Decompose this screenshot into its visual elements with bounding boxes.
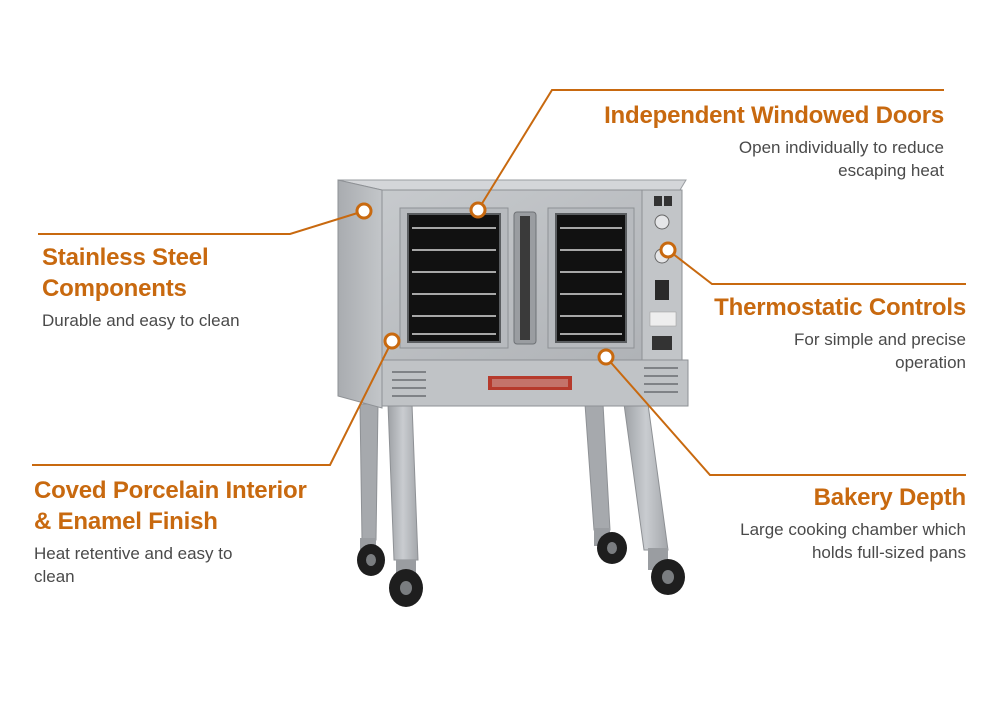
callout-steel-title-line1: Stainless Steel <box>42 244 209 271</box>
leader-bakery <box>605 356 966 476</box>
callout-porcelain-title-line1: Coved Porcelain Interior <box>34 477 307 504</box>
hotspot-thermo-icon <box>659 241 677 259</box>
callout-porcelain-desc-line1: Heat retentive and easy to <box>34 544 233 563</box>
hotspot-steel-icon <box>355 202 373 220</box>
callout-doors: Independent Windowed Doors Open individu… <box>604 100 944 182</box>
leg-front-left <box>387 403 419 561</box>
control-switch-1 <box>654 196 662 206</box>
caster-front-right <box>648 548 685 595</box>
callout-thermo-desc: For simple and precise operation <box>714 328 966 374</box>
control-buttons <box>652 336 672 350</box>
leader-porcelain <box>32 340 393 466</box>
callout-steel-desc: Durable and easy to clean <box>42 311 240 330</box>
callout-doors-desc-line1: Open individually to reduce <box>738 138 944 157</box>
callout-porcelain-desc-line2: clean <box>34 567 75 586</box>
callout-bakery: Bakery Depth Large cooking chamber which… <box>740 482 966 564</box>
callout-bakery-desc: Large cooking chamber which holds full-s… <box>740 518 966 564</box>
callout-porcelain-title-line2: & Enamel Finish <box>34 508 218 535</box>
callout-thermo-desc-line2: operation <box>895 353 966 372</box>
racks-left <box>412 227 496 335</box>
callout-bakery-desc-line1: Large cooking chamber which <box>740 520 966 539</box>
leg-back-left <box>359 403 379 541</box>
control-timer <box>655 280 669 300</box>
control-knob-1 <box>654 214 670 230</box>
control-badge <box>649 311 677 327</box>
leader-thermo <box>667 249 966 285</box>
callout-steel: Stainless Steel Components Durable and e… <box>42 242 240 332</box>
callout-doors-desc-line2: escaping heat <box>838 161 944 180</box>
hotspot-bakery-icon <box>597 348 615 366</box>
callout-doors-title: Independent Windowed Doors <box>604 102 944 129</box>
leader-lines <box>32 89 966 476</box>
callout-porcelain: Coved Porcelain Interior & Enamel Finish… <box>34 475 307 588</box>
leader-steel <box>38 210 365 235</box>
control-switch-2 <box>664 196 672 206</box>
caster-back-left <box>357 538 385 576</box>
hotspot-porcelain-icon <box>383 332 401 350</box>
callout-porcelain-title: Coved Porcelain Interior & Enamel Finish <box>34 475 307 537</box>
leader-doors <box>477 89 944 211</box>
window-left <box>407 213 501 343</box>
vent-right <box>644 367 678 393</box>
callout-steel-title-line2: Components <box>42 275 187 302</box>
hotspots <box>355 201 677 366</box>
racks-right <box>560 227 622 335</box>
callout-thermo-desc-line1: For simple and precise <box>794 330 966 349</box>
callout-thermo-title: Thermostatic Controls <box>714 294 966 321</box>
callout-doors-desc: Open individually to reduce escaping hea… <box>604 136 944 182</box>
callout-bakery-title: Bakery Depth <box>813 484 967 511</box>
callout-bakery-desc-line2: holds full-sized pans <box>811 543 966 562</box>
oven-side-panel <box>337 179 383 409</box>
callout-porcelain-desc: Heat retentive and easy to clean <box>34 542 307 588</box>
leg-back-right <box>584 403 611 531</box>
caster-front-left <box>389 560 423 607</box>
leg-front-right <box>623 403 669 551</box>
oven-illustration <box>337 179 689 607</box>
callout-thermo: Thermostatic Controls For simple and pre… <box>714 292 966 374</box>
window-right <box>555 213 627 343</box>
caster-back-right <box>594 528 627 564</box>
hotspot-doors-icon <box>469 201 487 219</box>
brand-plate <box>488 376 572 390</box>
callout-steel-title: Stainless Steel Components <box>42 242 240 304</box>
vent-left <box>392 371 426 397</box>
